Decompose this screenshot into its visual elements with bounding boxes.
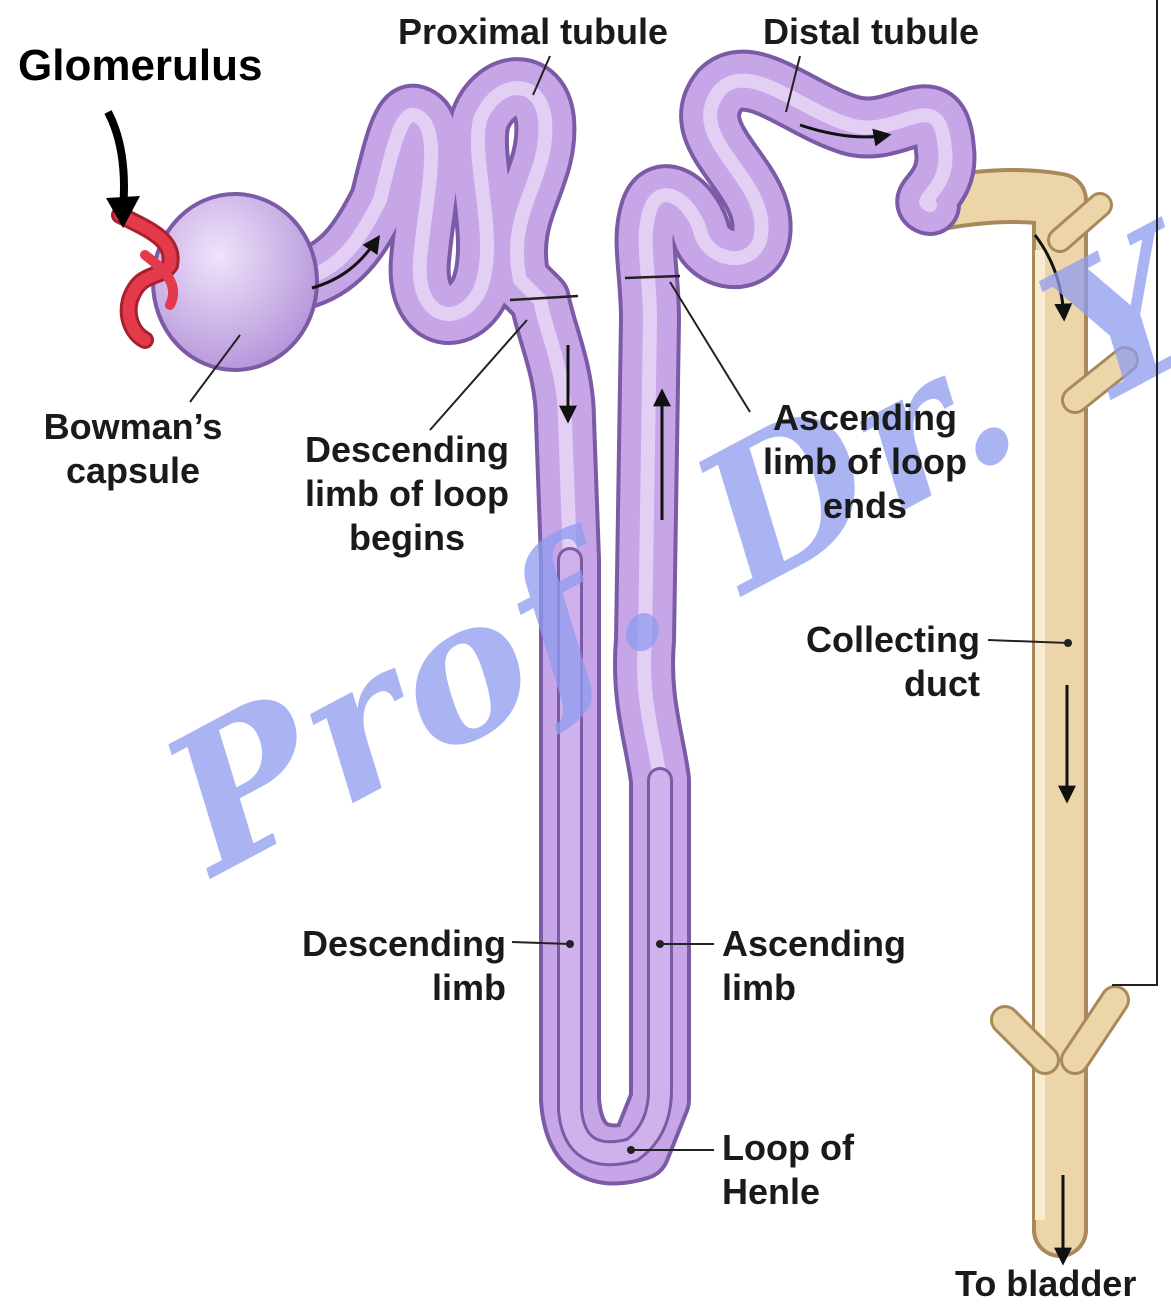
- label-ascending-limb-ends-line-1: Ascending: [740, 396, 990, 440]
- label-loop-of-henle-line-2: Henle: [722, 1170, 854, 1214]
- label-ascending-limb-ends-line-3: ends: [740, 484, 990, 528]
- label-collecting-duct-line-2: duct: [760, 662, 980, 706]
- label-descending-limb-begins-line-2: limb of loop: [282, 472, 532, 516]
- label-bowmans-capsule-line-2: capsule: [18, 449, 248, 493]
- label-descending-limb-begins-line-3: begins: [282, 516, 532, 560]
- frame-line-horizontal: [1112, 984, 1158, 986]
- frame-line-vertical: [1156, 0, 1158, 985]
- label-bowmans-capsule-line-1: Bowman’s: [18, 405, 248, 449]
- descending-limb-dot: [566, 940, 574, 948]
- label-collecting-duct: Collecting duct: [760, 618, 980, 706]
- label-glomerulus: Glomerulus: [18, 44, 263, 88]
- label-to-bladder: To bladder: [955, 1262, 1136, 1306]
- label-descending-limb-line-1: Descending: [260, 922, 506, 966]
- bowmans-capsule-shape: [153, 194, 317, 370]
- label-descending-limb-begins: Descending limb of loop begins: [282, 428, 532, 560]
- label-distal-tubule: Distal tubule: [763, 10, 979, 54]
- label-descending-limb: Descending limb: [260, 922, 506, 1010]
- label-loop-of-henle-line-1: Loop of: [722, 1126, 854, 1170]
- label-loop-of-henle: Loop of Henle: [722, 1126, 854, 1214]
- label-proximal-tubule: Proximal tubule: [398, 10, 668, 54]
- glomerulus-pointer-arrow: [108, 112, 124, 210]
- label-ascending-limb-line-2: limb: [722, 966, 906, 1010]
- label-descending-limb-line-2: limb: [260, 966, 506, 1010]
- loop-dot: [627, 1146, 635, 1154]
- label-descending-limb-begins-line-1: Descending: [282, 428, 532, 472]
- ascending-limb-dot: [656, 940, 664, 948]
- label-ascending-limb-line-1: Ascending: [722, 922, 906, 966]
- duct-marker-dot: [1064, 639, 1072, 647]
- label-bowmans-capsule: Bowman’s capsule: [18, 405, 248, 493]
- label-ascending-limb-ends-line-2: limb of loop: [740, 440, 990, 484]
- label-collecting-duct-line-1: Collecting: [760, 618, 980, 662]
- label-ascending-limb: Ascending limb: [722, 922, 906, 1010]
- label-ascending-limb-ends: Ascending limb of loop ends: [740, 396, 990, 528]
